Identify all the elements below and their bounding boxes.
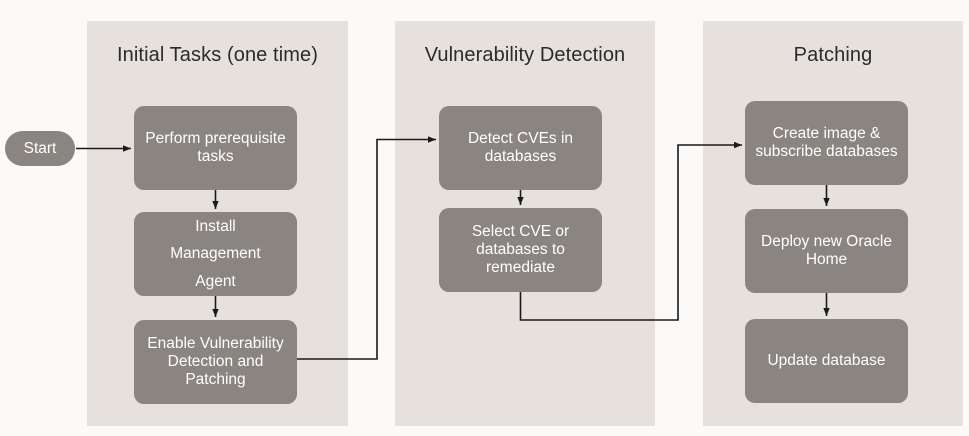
- node-deploy-new-oracle-home[interactable]: Deploy new Oracle Home: [745, 209, 908, 293]
- node-perform-prerequisite-tasks[interactable]: Perform prerequisite tasks: [134, 106, 297, 190]
- node-enable-vulnerability-detection-and-patching[interactable]: Enable Vulnerability Detection and Patch…: [134, 320, 297, 404]
- start-node[interactable]: Start: [5, 131, 75, 166]
- panel-title-vulnerability-detection: Vulnerability Detection: [424, 44, 626, 66]
- node-select-cve-or-databases-to-remediate[interactable]: Select CVE or databases to remediate: [439, 208, 602, 292]
- node-create-image-and-subscribe-databases[interactable]: Create image & subscribe databases: [745, 101, 908, 185]
- panel-title-initial-tasks: Initial Tasks (one time): [117, 44, 318, 66]
- node-detect-cves-in-databases[interactable]: Detect CVEs in databases: [439, 106, 602, 190]
- panel-title-patching: Patching: [793, 44, 873, 66]
- node-update-database[interactable]: Update database: [745, 319, 908, 403]
- node-install-management-agent[interactable]: Install Management Agent: [134, 212, 297, 296]
